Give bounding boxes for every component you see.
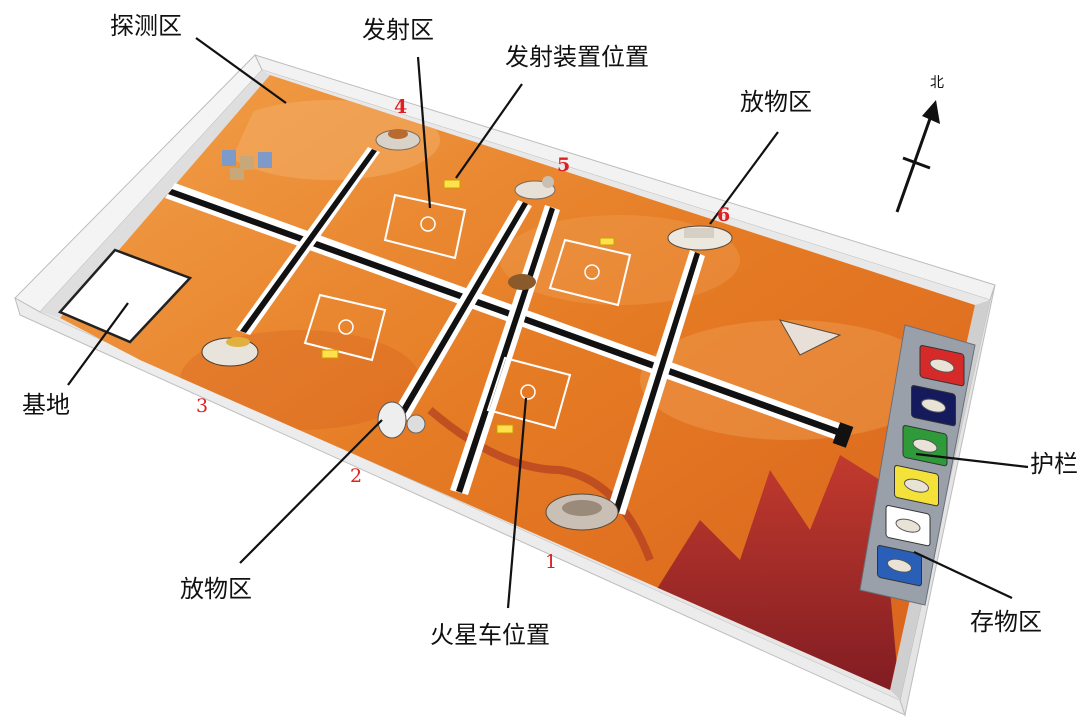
target-center: [520, 384, 536, 400]
crater-prop: [545, 493, 619, 531]
callout-line-storage: [913, 551, 1013, 599]
station-prop: [222, 150, 272, 180]
launch-marker: [599, 237, 615, 246]
callout-line-launch-device: [455, 83, 523, 179]
callout-line-base: [67, 302, 129, 386]
target-center: [338, 319, 354, 335]
callout-line-detect: [195, 37, 287, 104]
callout-line-rover: [506, 397, 528, 609]
label-north: 北: [930, 75, 944, 91]
position-number-4: 4: [394, 96, 408, 118]
callout-line-launch: [416, 56, 432, 209]
target-square: [383, 193, 467, 260]
position-number-5: 5: [557, 154, 571, 176]
storage-item-icon: [912, 438, 938, 453]
label-drop-zone-bottom: 放物区: [180, 575, 252, 603]
terrain-patch: [220, 100, 440, 180]
label-detect-zone: 探测区: [110, 12, 182, 40]
lander-prop-6: [667, 225, 733, 251]
track-diagonal-1: [236, 147, 380, 335]
target-center: [420, 216, 436, 232]
target-square: [303, 293, 387, 362]
rover-prop: [201, 337, 259, 367]
label-launch-zone: 发射区: [362, 16, 434, 44]
track-diagonal-2: [392, 200, 532, 420]
label-rover-position: 火星车位置: [430, 621, 550, 649]
position-number-3: 3: [196, 395, 209, 417]
rock-prop: [508, 274, 536, 290]
track-diagonal-4: [607, 250, 705, 515]
dish-prop: [377, 401, 426, 439]
spaceship-prop: [778, 319, 842, 356]
storage-item-icon: [921, 398, 946, 413]
label-drop-zone-top: 放物区: [740, 88, 812, 116]
base-area: [57, 248, 193, 344]
target-center: [584, 264, 600, 280]
label-storage-zone: 存物区: [970, 608, 1042, 636]
storage-tiles: [877, 345, 965, 587]
target-square: [486, 356, 572, 430]
storage-item-icon: [887, 558, 912, 573]
label-base: 基地: [22, 391, 70, 419]
label-guardrail: 护栏: [1030, 450, 1078, 478]
target-square: [548, 238, 632, 307]
launch-pad-prop: [375, 129, 421, 151]
callout-line-drop-top: [709, 131, 779, 225]
terrain-patch: [640, 320, 940, 440]
position-number-2: 2: [350, 465, 363, 487]
wall-inner-top: [262, 70, 990, 305]
track-horizontal: [165, 183, 854, 448]
callout-line-drop-bottom: [239, 419, 383, 564]
storage-item-icon: [895, 518, 921, 533]
launch-marker: [496, 424, 514, 434]
wall-inner-left: [40, 70, 270, 318]
position-number-6: 6: [717, 204, 731, 226]
lander-prop: [514, 176, 556, 200]
callout-line-guardrail: [915, 452, 1029, 469]
launch-marker: [443, 179, 461, 189]
position-number-1: 1: [545, 551, 558, 573]
storage-item-icon: [904, 478, 929, 493]
label-launch-device-position: 发射装置位置: [505, 43, 649, 71]
storage-item-icon: [929, 358, 955, 373]
north-arrow: [895, 100, 940, 213]
launch-marker: [321, 349, 339, 359]
